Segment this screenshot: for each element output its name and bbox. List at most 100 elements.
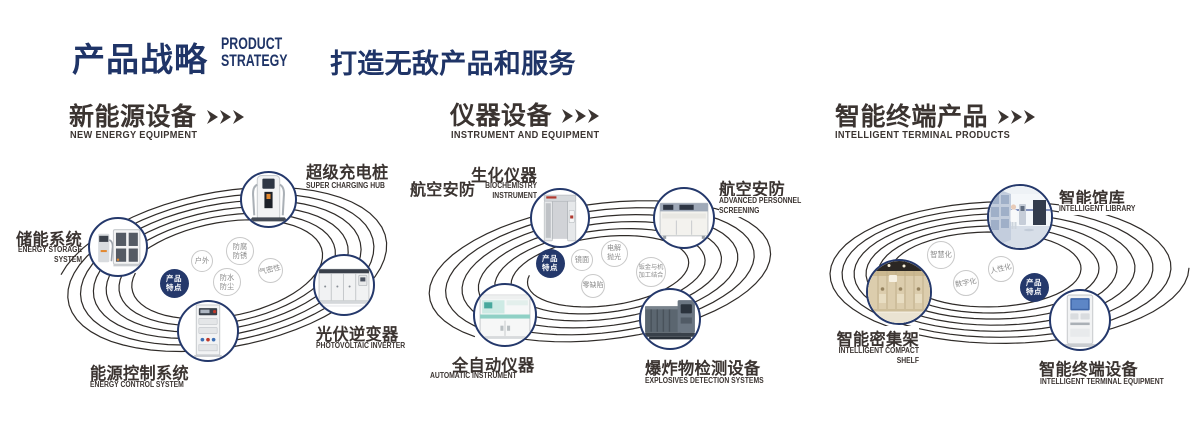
label-library-en: INTELLIGENT LIBRARY [1059,204,1138,215]
section-title: 新能源设备 [69,103,197,131]
label-explosives-zh: 爆炸物检测设备 [645,360,761,378]
arrow-glyph-icon [575,108,587,123]
label-automatic-en: AUTOMATIC INSTRUMENT [430,371,517,380]
arrow-glyph-path [219,109,231,124]
arrow-glyph-icon [232,109,244,124]
energy-control-system-image [194,304,222,357]
feature-bubble: 镜面 [571,249,593,271]
triple-arrow-icon [998,109,1036,124]
section-subtitle: INSTRUMENT AND EQUIPMENT [451,130,600,141]
pile-cable-left-path [251,183,258,216]
node-automatic-instrument [473,283,537,347]
arrow-glyph-icon [1024,109,1036,124]
label-photovoltaic-inverter-zh: 光伏逆变器 [316,326,399,344]
label-screening-zh: 航空安防 [719,181,785,199]
feature-bubble: 数字化 [953,270,979,296]
automatic-instrument-image [479,294,531,339]
super-charging-hub-image [248,175,288,222]
label-energy-storage-zh: 储能系统 [16,231,82,249]
intelligent-library-image [989,186,1051,248]
section-header-terminal: 智能终端产品 [835,97,1036,133]
node-intelligent-compact-shelf [866,259,932,325]
arrow-glyph-path [1011,109,1023,124]
feature-bubble: 户外 [191,250,213,272]
label-compact-shelf-en: INTELLIGENT COMPACT SHELF [838,346,919,365]
arrow-glyph-icon [588,108,600,123]
label-energy-control-en: ENERGY CONTROL SYSTEM [90,380,184,389]
center-node-instrument: 产品特点 [535,248,565,278]
feature-bubble-label: 数字化 [954,276,978,290]
screening-machine-image [659,202,709,239]
pile-cable-right-path [278,183,285,216]
label-energy-storage-en: ENERGY STORAGE SYSTEM [18,245,82,264]
arrow-glyph-icon [219,109,231,124]
section-title: 仪器设备 [450,102,553,130]
node-super-charging-hub [239,170,297,228]
section-subtitle: INTELLIGENT TERMINAL PRODUCTS [835,130,1011,141]
label-photovoltaic-inverter-en: PHOTOVOLTAIC INVERTER [316,341,406,350]
label-super-charging-en: SUPER CHARGING HUB [306,181,385,190]
page-title-en-line2: STRATEGY [221,51,288,70]
arrow-glyph-path [232,109,244,124]
label-terminal-zh: 智能终端设备 [1039,361,1138,379]
arrow-glyph-path [1024,109,1036,124]
pile-base-path [248,217,288,222]
arrow-glyph-icon [562,108,574,123]
label-aviation-security-extra: 航空安防 [410,182,476,199]
section-subtitle: NEW ENERGY EQUIPMENT [70,130,198,141]
arrow-glyph-icon [998,109,1010,124]
node-photovoltaic-inverter [313,254,375,316]
triple-arrow-icon [562,108,600,123]
feature-bubble: 智慧化 [927,241,955,269]
arrow-glyph-path [998,109,1010,124]
photovoltaic-inverter-image [318,268,370,307]
node-explosives-detection [639,288,701,350]
feature-bubble: 钣金与机加工结合 [636,257,666,287]
node-biochemistry-instrument [530,188,590,248]
center-node-terminal: 产品特点 [1019,272,1049,302]
center-node-new-energy: 产品特点 [159,268,189,298]
label-compact-shelf-zh: 智能密集架 [833,326,919,351]
orbit-spiral-terminal [829,200,1190,345]
intelligent-terminal-image [1064,294,1096,347]
section-header-instrument: 仪器设备 [450,96,600,132]
page-title-en: PRODUCT STRATEGY [221,36,287,70]
label-terminal-en: INTELLIGENT TERMINAL EQUIPMENT [1040,377,1164,386]
feature-bubble: 防水防尘 [213,268,241,296]
energy-storage-system-image [98,228,141,266]
label-energy-control-zh: 能源控制系统 [90,365,189,383]
feature-bubble: 零缺陷 [581,274,605,298]
explosives-detection-image [645,300,695,340]
intelligent-compact-shelf-image [868,261,930,323]
node-energy-storage-system [88,217,148,277]
page-title-en-line1: PRODUCT [221,35,283,53]
arrow-glyph-path [206,109,218,124]
label-biochemistry-en: BIOCHEMISTRY INSTRUMENT [485,181,537,200]
label-super-charging-zh: 超级充电桩 [306,164,389,182]
feature-bubble: 电解抛光 [600,239,628,267]
label-explosives-en: EXPLOSIVES DETECTION SYSTEMS [645,376,764,385]
charger-cable-path [108,238,114,261]
node-advanced-screening [653,187,715,249]
label-automatic-zh: 全自动仪器 [452,357,535,375]
security-gate-image [543,194,577,242]
label-screening-en: ADVANCED PERSONNEL SCREENING [719,196,806,217]
feature-bubble-label: 气密性 [258,262,282,277]
feature-bubble: 气密性 [257,257,283,283]
arrow-glyph-icon [206,109,218,124]
triple-arrow-icon [206,109,244,124]
section-header-new-energy: 新能源设备 [69,97,244,133]
node-energy-control-system [177,300,239,362]
feature-bubble: 防腐防锈 [226,237,254,265]
section-title: 智能终端产品 [835,103,989,131]
label-biochemistry-zh: 生化仪器 [471,167,537,185]
arrow-glyph-path [588,108,600,123]
arrow-glyph-path [575,108,587,123]
arrow-glyph-icon [1011,109,1023,124]
feature-bubble-label: 人性化 [989,261,1013,276]
node-intelligent-library [987,184,1053,250]
page-title: 产品战略 [72,41,208,78]
feature-bubble: 人性化 [988,256,1014,282]
node-intelligent-terminal [1049,289,1111,351]
